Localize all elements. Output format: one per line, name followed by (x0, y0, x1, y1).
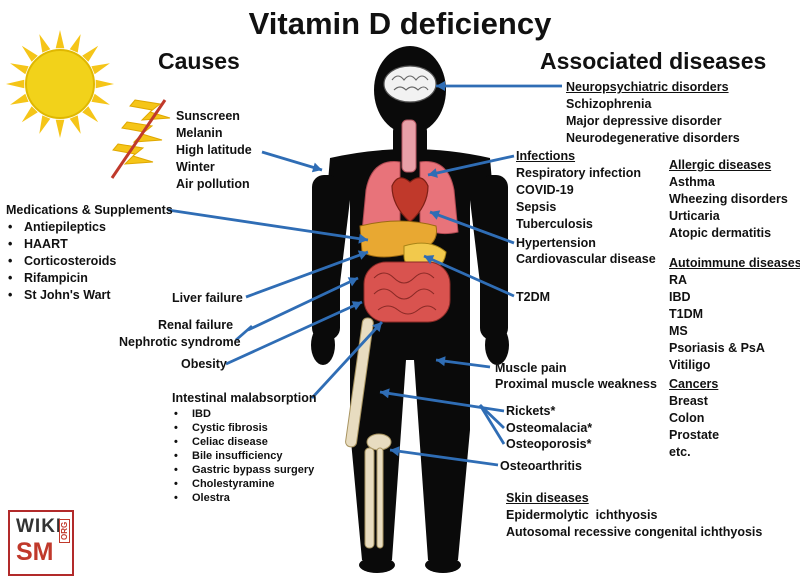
medication-item: Antiepileptics (6, 219, 173, 236)
obesity-label: Obesity (181, 356, 227, 373)
skin-block: Skin diseases Epidermolytic ichthyosis A… (506, 490, 762, 541)
neuro-block: Neuropsychiatric disorders Schizophrenia… (566, 79, 740, 147)
sun-causes-list: Sunscreen Melanin High latitude Winter A… (176, 108, 252, 193)
autoimmune-item: Psoriasis & PsA (669, 340, 800, 357)
autoimmune-item: MS (669, 323, 800, 340)
malabsorption-item: Olestra (172, 491, 316, 505)
hypertension-label: Hypertension (516, 235, 596, 252)
sun-ray (70, 115, 81, 133)
trachea (402, 120, 416, 172)
malabsorption-item: Celiac disease (172, 435, 316, 449)
autoimmune-block: Autoimmune diseases RA IBD T1DM MS Psori… (669, 255, 800, 374)
autoimmune-item: T1DM (669, 306, 800, 323)
connector-arrow (246, 252, 368, 297)
diseases-heading: Associated diseases (540, 48, 766, 75)
cancer-item: Prostate (669, 427, 719, 444)
allergic-item: Asthma (669, 174, 788, 191)
allergic-item: Wheezing disorders (669, 191, 788, 208)
connector-arrow (248, 278, 358, 330)
cardiovascular-label: Cardiovascular disease (516, 251, 656, 268)
cause-item: Sunscreen (176, 108, 252, 125)
logo-text-org: ORG (59, 519, 70, 543)
cause-item: Air pollution (176, 176, 252, 193)
cancers-block: Cancers Breast Colon Prostate etc. (669, 376, 719, 461)
cancers-heading: Cancers (669, 376, 719, 393)
sun-ray (6, 80, 24, 89)
sun-ray (10, 94, 29, 105)
infection-item: Respiratory infection (516, 165, 641, 182)
cancer-item: etc. (669, 444, 719, 461)
t2dm-label: T2DM (516, 289, 550, 306)
infections-heading: Infections (516, 148, 641, 165)
neuro-item: Major depressive disorder (566, 113, 740, 130)
malabsorption-heading: Intestinal malabsorption (172, 390, 316, 407)
sun-ray (91, 63, 110, 74)
infection-item: Sepsis (516, 199, 641, 216)
autoimmune-item: IBD (669, 289, 800, 306)
neuro-item: Schizophrenia (566, 96, 740, 113)
sun-ray (91, 94, 110, 105)
osteoporosis-label: Osteoporosis* (506, 436, 591, 453)
neuro-heading: Neuropsychiatric disorders (566, 79, 740, 96)
malabsorption-item: Gastric bypass surgery (172, 463, 316, 477)
proximal-weakness-label: Proximal muscle weakness (495, 376, 657, 393)
neuro-item: Neurodegenerative disorders (566, 130, 740, 147)
cancer-item: Breast (669, 393, 719, 410)
renal-failure-label: Renal failure (158, 317, 233, 334)
sun-ray (96, 80, 114, 89)
autoimmune-heading: Autoimmune diseases (669, 255, 800, 272)
malabsorption-block: Intestinal malabsorption IBD Cystic fibr… (172, 390, 316, 505)
allergic-heading: Allergic diseases (669, 157, 788, 174)
allergic-item: Atopic dermatitis (669, 225, 788, 242)
medications-block: Medications & Supplements Antiepileptics… (6, 202, 173, 304)
malabsorption-item: IBD (172, 407, 316, 421)
osteoarthritis-label: Osteoarthritis (500, 458, 582, 475)
autoimmune-item: RA (669, 272, 800, 289)
allergic-block: Allergic diseases Asthma Wheezing disord… (669, 157, 788, 242)
logo-text-sm: SM (16, 538, 54, 567)
malabsorption-item: Bile insufficiency (172, 449, 316, 463)
connector-arrow (262, 152, 322, 170)
cause-item: Winter (176, 159, 252, 176)
liver-failure-label: Liver failure (172, 290, 243, 307)
sun-ray (10, 63, 29, 74)
skin-item: Epidermolytic ichthyosis (506, 507, 762, 524)
infection-item: Tuberculosis (516, 216, 641, 233)
connector-arrow (226, 302, 362, 364)
skin-item: Autosomal recessive congenital ichthyosi… (506, 524, 762, 541)
medication-item: Corticosteroids (6, 253, 173, 270)
osteomalacia-label: Osteomalacia* (506, 420, 592, 437)
page-title: Vitamin D deficiency (0, 6, 800, 42)
nephrotic-syndrome-label: Nephrotic syndrome (119, 334, 241, 351)
medication-item: St John's Wart (6, 287, 173, 304)
rickets-label: Rickets* (506, 403, 555, 420)
autoimmune-item: Vitiligo (669, 357, 800, 374)
medication-item: Rifampicin (6, 270, 173, 287)
intestines-icon (364, 262, 450, 322)
infections-block: Infections Respiratory infection COVID-1… (516, 148, 641, 233)
cause-item: Melanin (176, 125, 252, 142)
medications-heading: Medications & Supplements (6, 202, 173, 219)
cancer-item: Colon (669, 410, 719, 427)
sun-ray (56, 120, 65, 138)
medication-item: HAART (6, 236, 173, 253)
malabsorption-item: Cystic fibrosis (172, 421, 316, 435)
sun-icon (6, 30, 114, 138)
muscle-pain-label: Muscle pain (495, 360, 567, 377)
brain-icon (384, 66, 436, 102)
malabsorption-item: Cholestyramine (172, 477, 316, 491)
cause-item: High latitude (176, 142, 252, 159)
logo-text-wiki: WIKI (16, 516, 62, 538)
infection-item: COVID-19 (516, 182, 641, 199)
wikism-logo: WIKI SM ORG (8, 510, 74, 576)
sun-ray (39, 115, 50, 133)
skin-heading: Skin diseases (506, 490, 762, 507)
allergic-item: Urticaria (669, 208, 788, 225)
causes-heading: Causes (158, 48, 240, 75)
